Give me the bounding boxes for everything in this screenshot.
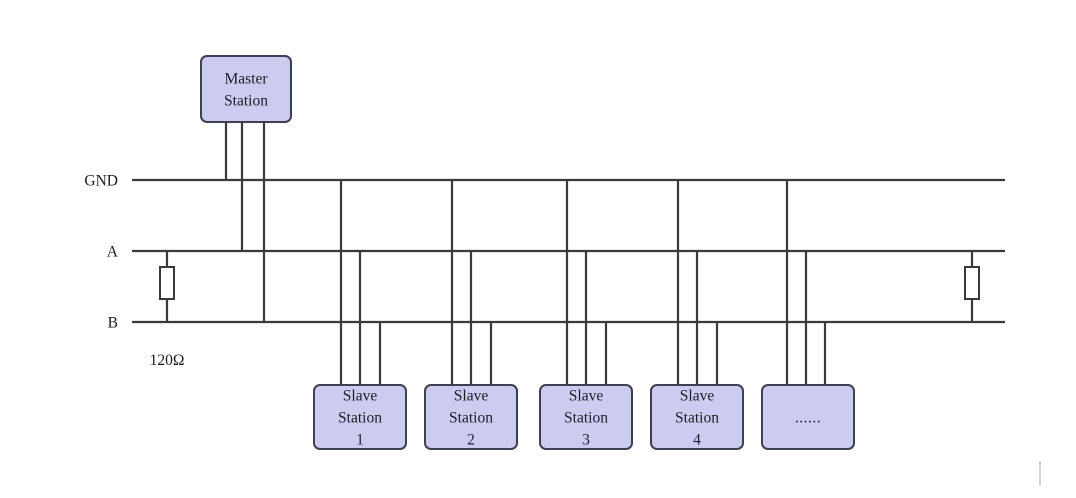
slave-station-4-box[interactable] bbox=[650, 384, 744, 450]
drop-lines-group bbox=[224, 122, 827, 385]
slave-station-2-box[interactable] bbox=[424, 384, 518, 450]
bus-lines-group bbox=[132, 178, 1005, 324]
terminators-group: 120Ω bbox=[150, 251, 980, 369]
bus-label-a: A bbox=[107, 244, 119, 261]
master-station-label-line-1: Master bbox=[224, 71, 268, 88]
slave-station-1-label-line-3: 1 bbox=[356, 432, 364, 449]
slave-station-4-label-line-3: 4 bbox=[693, 432, 701, 449]
terminator-left-body bbox=[159, 266, 175, 300]
slave-station-1-box[interactable] bbox=[313, 384, 407, 450]
slave-station-2-label-line-2: Station bbox=[449, 410, 493, 427]
slave-station-4-label-line-1: Slave bbox=[680, 388, 715, 405]
bus-label-gnd: GND bbox=[84, 173, 118, 190]
slave-station-1-label-line-1: Slave bbox=[343, 388, 378, 405]
slave-station-3-label-line-3: 3 bbox=[582, 432, 590, 449]
slave-station-4-label-line-2: Station bbox=[675, 410, 719, 427]
bus-labels-group: GND A B bbox=[84, 173, 118, 332]
slave-station-more[interactable]: ...... bbox=[761, 384, 855, 450]
slave-station-3-label-line-1: Slave bbox=[569, 388, 604, 405]
slave-station-2-label-line-1: Slave bbox=[454, 388, 489, 405]
slave-station-3-box[interactable] bbox=[539, 384, 633, 450]
master-station-box[interactable] bbox=[200, 55, 292, 123]
master-station-label-line-2: Station bbox=[224, 93, 268, 110]
slave-station-more-label-line-1: ...... bbox=[795, 410, 821, 427]
terminator-right-body bbox=[964, 266, 980, 300]
slave-station-3-label-line-2: Station bbox=[564, 410, 608, 427]
slave-station-1-label-line-2: Station bbox=[338, 410, 382, 427]
terminator-left-label: 120Ω bbox=[150, 352, 185, 369]
slave-station-more-box[interactable] bbox=[761, 384, 855, 450]
bus-label-b: B bbox=[108, 315, 118, 332]
slave-station-2-label-line-3: 2 bbox=[467, 432, 475, 449]
stations-group: MasterStationSlaveStation1SlaveStation2S… bbox=[200, 55, 855, 450]
